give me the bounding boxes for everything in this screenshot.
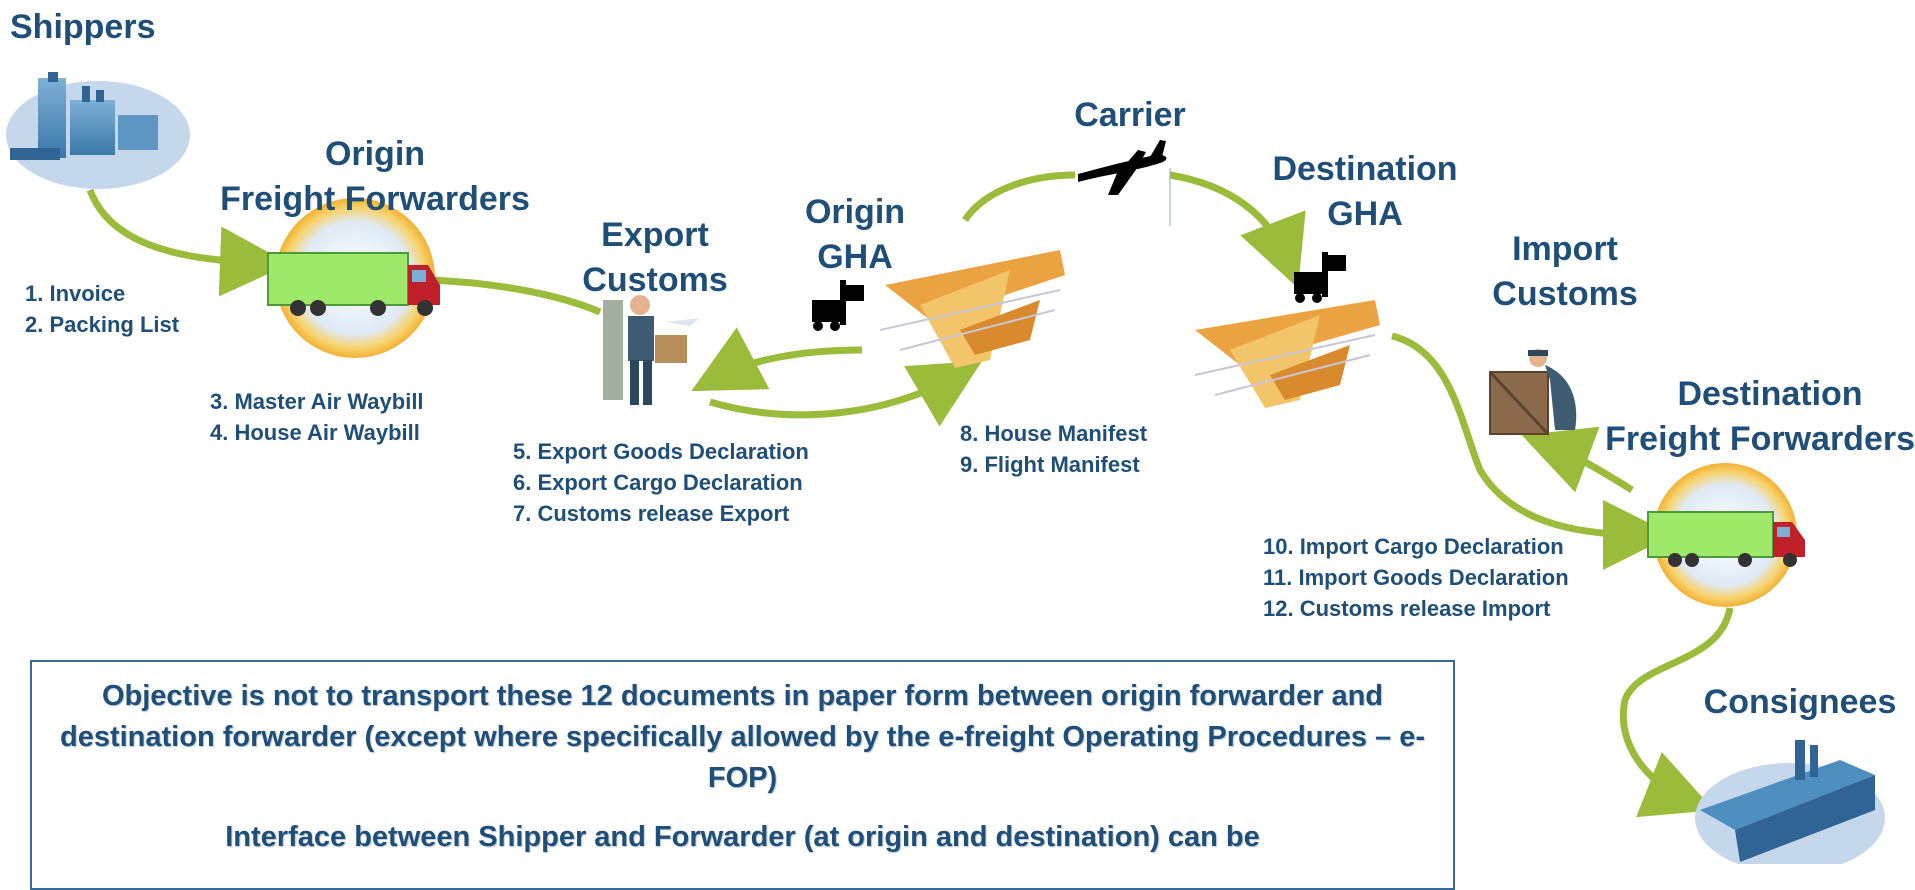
flow-diagram [6,72,1885,864]
origin-gha-forklift-icon [812,280,864,331]
origin-gha-label: Origin GHA [804,193,906,276]
document-item: 10. Import Cargo Declaration [1263,534,1564,559]
documents-group-4: 8. House Manifest 9. Flight Manifest [960,418,1147,480]
arrow-carrier-to-dest-gha [1169,171,1306,289]
import-customs-officer-icon [1488,349,1577,436]
document-item: 2. Packing List [25,312,180,337]
arrow-forwarder-to-customs [429,276,602,316]
documents-group-5: 10. Import Cargo Declaration 11. Import … [1263,531,1569,624]
export-customs-label: Export Customs [582,216,728,299]
document-item: 5. Export Goods Declaration [513,439,809,464]
arrow-dest-ff-to-consignees [1619,607,1734,818]
document-item: 6. Export Cargo Declaration [513,470,803,495]
document-item: 3. Master Air Waybill [210,389,424,414]
interface-paragraph: Interface between Shipper and Forwarder … [225,821,1260,853]
objective-paragraph: Objective is not to transport these 12 d… [60,680,1425,794]
arrow-dest-ff-to-import-customs [1521,426,1634,493]
consignee-factory-icon [1695,740,1885,864]
objective-box: Objective is not to transport these 12 d… [30,660,1455,890]
documents-group-3: 5. Export Goods Declaration 6. Export Ca… [513,436,809,529]
documents-group-1: 1. Invoice 2. Packing List [25,278,179,340]
destination-gha-forklift-icon [1294,252,1346,303]
document-item: 12. Customs release Import [1263,596,1551,621]
origin-forwarder-truck-icon [267,198,440,358]
destination-gha-terminal-icon [1194,300,1380,408]
destination-forwarder-truck-icon [1647,463,1805,607]
destination-forwarders-label: Destination Freight Forwarders [1605,375,1915,458]
import-customs-label: Import Customs [1492,230,1638,313]
arrow-shipper-to-forwarder [86,188,290,297]
document-item: 11. Import Goods Declaration [1263,565,1569,590]
carrier-plane-icon [1078,140,1171,226]
document-item: 9. Flight Manifest [960,452,1140,477]
document-item: 1. Invoice [25,281,126,306]
export-customs-officer-icon [603,295,700,405]
origin-forwarders-label: Origin Freight Forwarders [220,135,530,218]
carrier-label: Carrier [1074,96,1186,134]
document-item: 4. House Air Waybill [210,420,420,445]
arrow-dest-gha-to-dest-ff [1391,332,1673,570]
shipper-factory-icon [6,72,190,189]
consignees-label: Consignees [1703,683,1897,721]
documents-group-2: 3. Master Air Waybill 4. House Air Waybi… [210,386,424,448]
arrow-customs-to-gha [709,360,983,427]
document-item: 7. Customs release Export [513,501,790,526]
destination-gha-label: Destination GHA [1272,150,1458,233]
shippers-label: Shippers [10,8,156,46]
origin-gha-terminal-icon [879,250,1065,368]
arrow-gha-to-carrier [962,171,1076,223]
arrow-gha-to-customs [691,327,863,392]
document-item: 8. House Manifest [960,421,1148,446]
